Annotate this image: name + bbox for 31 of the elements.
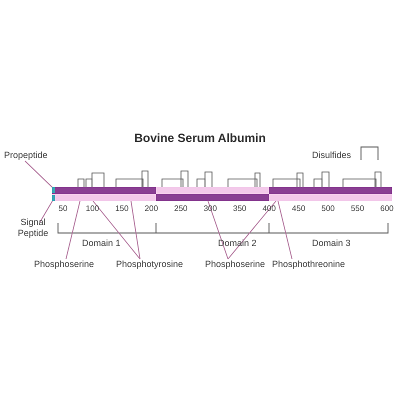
axis-tick-label: 250 <box>174 204 188 213</box>
site-label: Phosphoserine <box>34 259 94 270</box>
site-label: Phosphotyrosine <box>116 259 184 270</box>
leader-line <box>40 200 54 222</box>
axis-tick-label: 350 <box>233 204 246 213</box>
leader-line <box>278 200 292 260</box>
axis-tick-label: 150 <box>115 204 129 213</box>
leader-line <box>24 160 54 188</box>
leader-line <box>66 200 80 260</box>
leader-line <box>130 200 140 260</box>
site-label: Phosphothreonine <box>272 259 346 270</box>
axis-tick-label: 500 <box>321 204 335 213</box>
axis-tick-label: 450 <box>292 204 306 213</box>
leader-line <box>228 200 276 260</box>
leader-line <box>92 200 140 260</box>
legend-label: Disulfides <box>312 150 352 161</box>
axis-tick-label: 600 <box>380 204 394 213</box>
domain-label: Domain 1 <box>82 238 121 249</box>
peptide-segment <box>52 187 55 193</box>
protein-bar <box>52 187 392 201</box>
site-label: Propeptide <box>4 150 48 161</box>
domain-label: Domain 3 <box>312 238 351 249</box>
axis-tick-label: 200 <box>144 204 158 213</box>
leader-line <box>208 200 228 260</box>
axis-tick-label: 100 <box>86 204 100 213</box>
site-label: Phosphoserine <box>205 259 266 270</box>
site-label: Signal Peptide <box>16 217 50 239</box>
diagram-title: Bovine Serum Albumin <box>133 131 267 145</box>
axis-tick-label: 50 <box>58 204 68 213</box>
peptide-segment <box>52 195 55 201</box>
axis-tick-label: 550 <box>350 204 364 213</box>
